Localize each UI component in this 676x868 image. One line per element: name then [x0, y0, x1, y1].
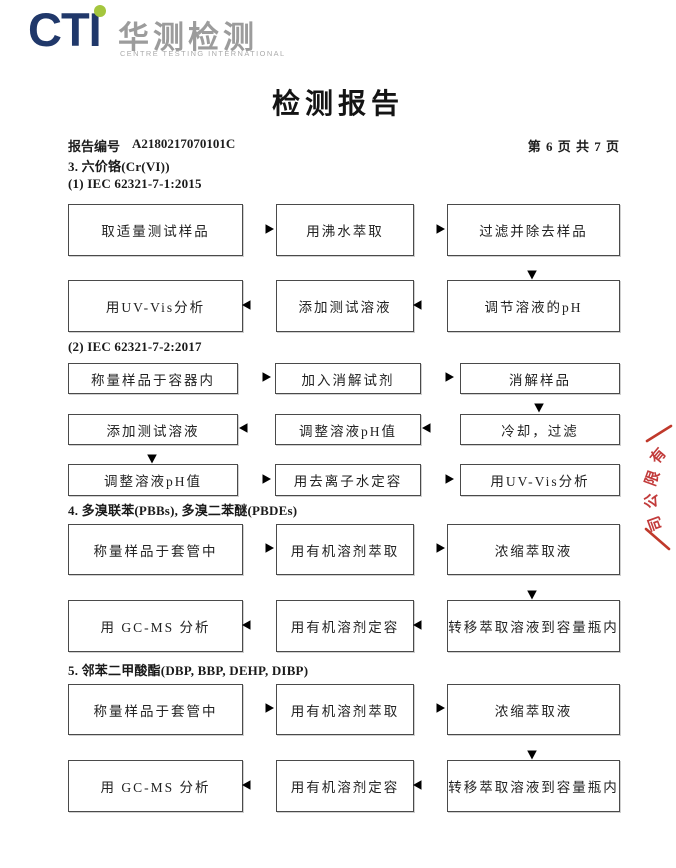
arrow-right-icon	[241, 543, 274, 553]
flow-step: 调整溶液pH值	[68, 464, 238, 496]
arrow-left-icon	[242, 620, 275, 630]
svg-text:司: 司	[645, 514, 666, 534]
arrow-left-icon	[422, 423, 455, 433]
flow-step: 取适量测试样品	[68, 204, 243, 256]
arrow-right-icon	[241, 224, 274, 234]
method-2-heading: (2) IEC 62321-7-2:2017	[68, 339, 202, 354]
arrow-right-icon	[238, 474, 271, 484]
flow-step: 用UV-Vis分析	[460, 464, 620, 496]
flow-step: 用有机溶剂萃取	[276, 684, 414, 735]
flow-step: 用有机溶剂定容	[276, 600, 414, 652]
page-title: 检测报告	[271, 89, 404, 120]
flow-step: 用去离子水定容	[275, 464, 421, 496]
section-3-heading: 3. 六价铬(Cr(VI))	[68, 159, 170, 174]
arrow-left-icon	[413, 620, 446, 630]
arrow-right-icon	[238, 372, 271, 382]
arrow-right-icon	[412, 543, 445, 553]
flow-step: 添加测试溶液	[276, 280, 414, 332]
arrow-right-icon	[412, 224, 445, 234]
arrow-left-icon	[242, 300, 275, 310]
flow-step: 转移萃取溶液到容量瓶内	[447, 760, 620, 812]
logo-green-dot-icon	[94, 5, 106, 17]
svg-text:公: 公	[643, 493, 660, 508]
flow-step: 用 GC-MS 分析	[68, 760, 243, 812]
flow-step: 称量样品于套管中	[68, 524, 243, 575]
arrow-down-icon	[534, 393, 544, 413]
flow-step: 过滤并除去样品	[447, 204, 620, 256]
flow-step: 称量样品于容器内	[68, 363, 238, 394]
report-number-value: A2180217070101C	[132, 136, 236, 151]
flow-step: 调整溶液pH值	[275, 414, 421, 445]
arrow-down-icon	[527, 574, 537, 600]
logo-cti-text: CTI	[28, 3, 102, 56]
flow-step: 加入消解试剂	[275, 363, 421, 394]
flow-step: 用UV-Vis分析	[68, 280, 243, 332]
page-number-indicator: 第 6 页 共 7 页	[527, 139, 620, 154]
section-4-heading: 4. 多溴联苯(PBBs), 多溴二苯醚(PBDEs)	[68, 503, 298, 518]
method-1-heading: (1) IEC 62321-7-1:2015	[68, 176, 202, 191]
flow-step: 用有机溶剂定容	[276, 760, 414, 812]
arrow-left-icon	[413, 300, 446, 310]
svg-text:限: 限	[642, 468, 663, 488]
arrow-right-icon	[412, 703, 445, 713]
flow-step: 浓缩萃取液	[447, 524, 620, 575]
flow-step: 添加测试溶液	[68, 414, 238, 445]
flow-step: 浓缩萃取液	[447, 684, 620, 735]
flow-step: 用有机溶剂萃取	[276, 524, 414, 575]
flow-step: 用 GC-MS 分析	[68, 600, 243, 652]
arrow-left-icon	[239, 423, 272, 433]
logo-chinese-name: 华测检测	[118, 20, 258, 55]
arrow-down-icon	[147, 444, 157, 464]
arrow-left-icon	[242, 780, 275, 790]
flow-step: 冷却，过滤	[460, 414, 620, 445]
flow-step: 调节溶液的pH	[447, 280, 620, 332]
arrow-right-icon	[421, 474, 454, 484]
logo-english-name: CENTRE TESTING INTERNATIONAL	[120, 49, 286, 58]
arrow-down-icon	[527, 734, 537, 760]
report-number-label: 报告编号	[68, 139, 121, 154]
arrow-down-icon	[527, 254, 537, 280]
section-5-heading: 5. 邻苯二甲酸酯(DBP, BBP, DEHP, DIBP)	[68, 663, 309, 678]
flow-step: 消解样品	[460, 363, 620, 394]
flow-step: 称量样品于套管中	[68, 684, 243, 735]
company-seal-stamp-icon: 有 限 公 司	[642, 424, 673, 551]
flow-step: 转移萃取溶液到容量瓶内	[447, 600, 620, 652]
arrow-right-icon	[241, 703, 274, 713]
arrow-left-icon	[413, 780, 446, 790]
svg-text:有: 有	[646, 444, 669, 467]
arrow-right-icon	[421, 372, 454, 382]
flow-step: 用沸水萃取	[276, 204, 414, 256]
